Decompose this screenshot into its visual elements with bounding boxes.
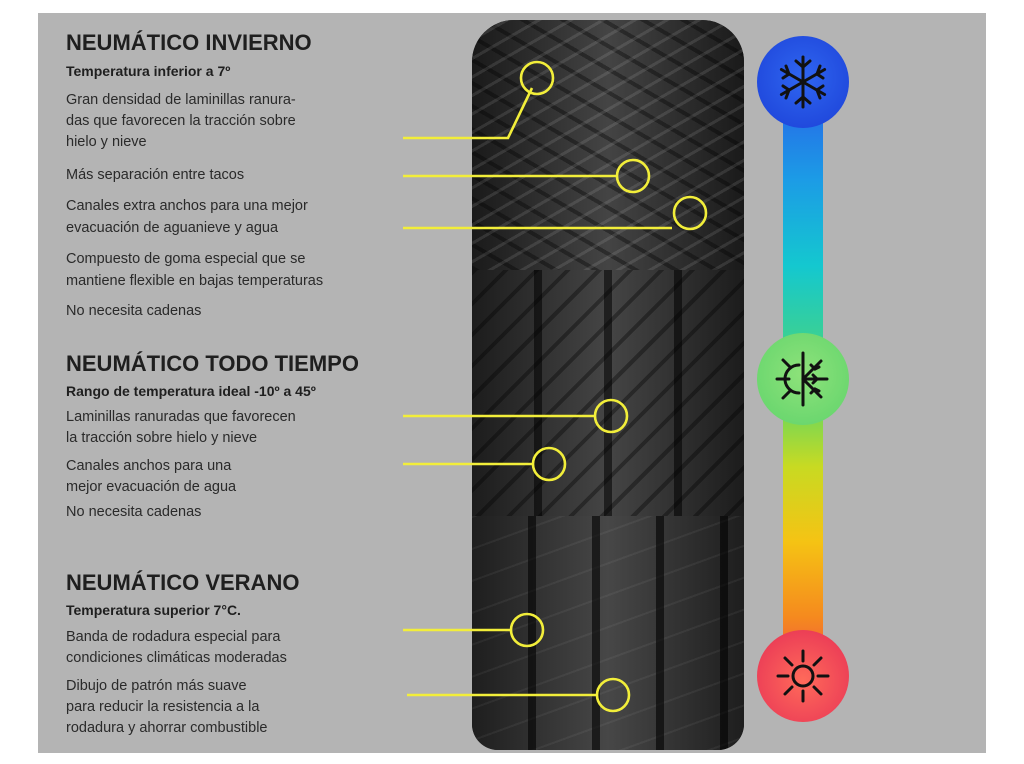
all-season-feature-3: No necesita cadenas [66,504,202,520]
callout-circle-allseason-channels [531,446,567,482]
temperature-bar [757,36,849,722]
winter-title: NEUMÁTICO INVIERNO [66,30,312,55]
callout-line-winter-sipes [403,87,534,140]
all-season-subtitle: Rango de temperatura ideal -10º a 45º [66,383,316,399]
callout-circle-summer-tread [509,612,545,648]
callout-circle-winter-blocks [615,158,651,194]
summer-feature-2b: para reducir la resistencia a la [66,699,260,715]
winter-feature-1a: Gran densidad de laminillas ranura- [66,92,296,108]
callout-circle-allseason-sipes [593,398,629,434]
sun-icon [776,649,830,703]
all-season-feature-1a: Laminillas ranuradas que favorecen [66,409,296,425]
snowflake-sun-icon [775,351,829,407]
all-season-tread [472,270,744,516]
all-season-title: NEUMÁTICO TODO TIEMPO [66,351,359,376]
winter-feature-3a: Canales extra anchos para una mejor [66,198,308,214]
winter-feature-3b: evacuación de aguanieve y agua [66,220,279,236]
all-season-feature-2a: Canales anchos para una [66,458,232,474]
summer-title: NEUMÁTICO VERANO [66,570,300,595]
snowflake-icon [779,55,827,109]
callout-circle-winter-channels [672,195,708,231]
all-season-feature-2b: mejor evacuación de agua [66,479,237,495]
winter-feature-1c: hielo y nieve [66,134,147,150]
callout-circle-summer-pattern [595,677,631,713]
summer-subtitle: Temperatura superior 7°C. [66,602,241,618]
cold-indicator [757,36,849,128]
winter-feature-4a: Compuesto de goma especial que se [66,251,306,267]
summer-feature-1a: Banda de rodadura especial para [66,629,281,645]
winter-feature-2: Más separación entre tacos [66,167,245,183]
summer-feature-2c: rodadura y ahorrar combustible [66,720,268,736]
winter-feature-1b: das que favorecen la tracción sobre [66,113,296,129]
winter-feature-4b: mantiene flexible en bajas temperaturas [66,273,324,289]
summer-feature-2a: Dibujo de patrón más suave [66,678,247,694]
hot-indicator [757,630,849,722]
mild-indicator [757,333,849,425]
all-season-feature-1b: la tracción sobre hielo y nieve [66,430,258,446]
summer-feature-1b: condiciones climáticas moderadas [66,650,287,666]
winter-subtitle: Temperatura inferior a 7º [66,63,231,79]
callout-circle-winter-sipes [519,60,555,96]
winter-feature-5: No necesita cadenas [66,303,202,319]
